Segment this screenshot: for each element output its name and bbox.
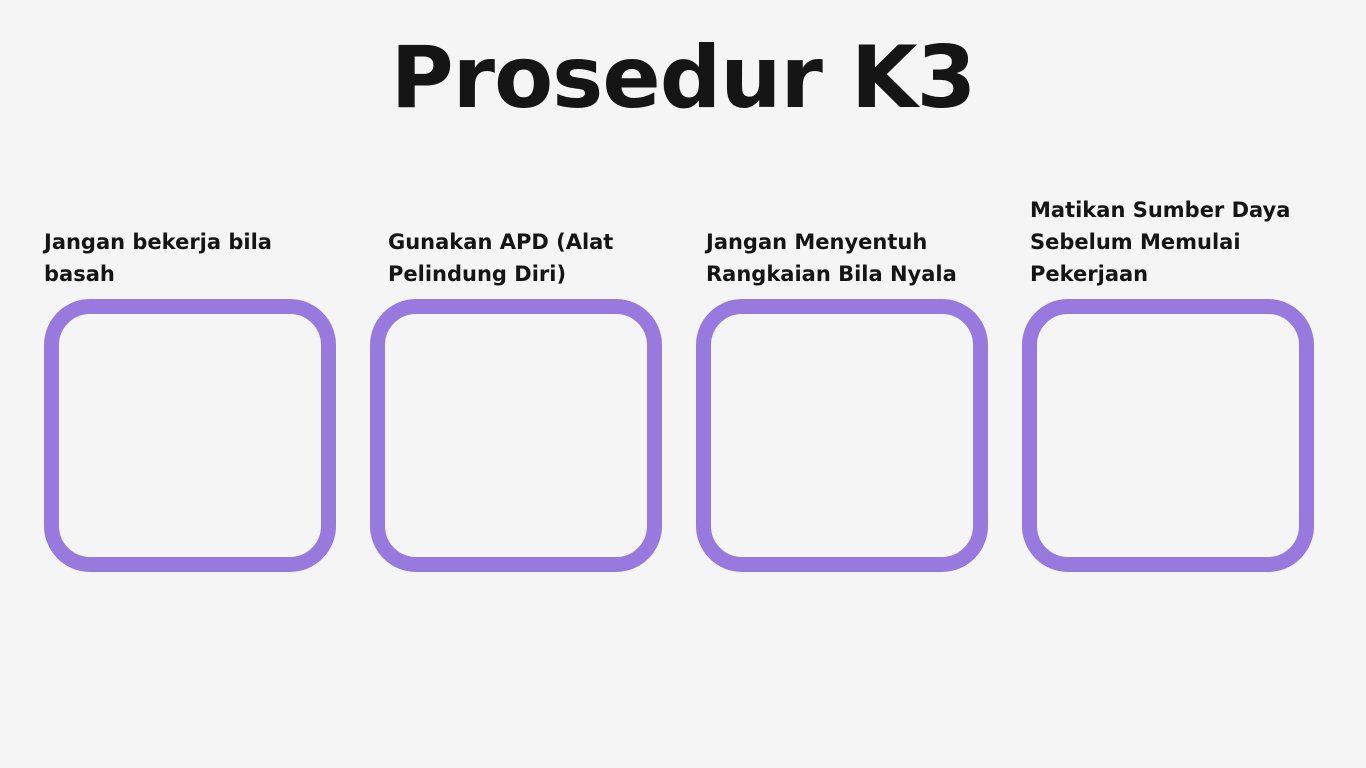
step-card-4: Matikan Sumber Daya Sebelum Memulai Peke… xyxy=(1022,0,1314,576)
step-card-3: Jangan Menyentuh Rangkaian Bila Nyala xyxy=(696,0,988,576)
step-label: Jangan bekerja bila basah xyxy=(44,230,272,286)
page-title: Prosedur K3 xyxy=(390,28,977,128)
image-placeholder-frame xyxy=(696,299,988,572)
image-placeholder-frame xyxy=(370,299,662,572)
step-label: Matikan Sumber Daya Sebelum Memulai Peke… xyxy=(1030,198,1291,286)
image-placeholder-frame xyxy=(1022,299,1314,572)
step-label: Jangan Menyentuh Rangkaian Bila Nyala xyxy=(706,230,957,286)
step-card-2: Gunakan APD (Alat Pelindung Diri) xyxy=(370,0,662,576)
image-placeholder-frame xyxy=(44,299,336,572)
step-card-1: Jangan bekerja bila basah xyxy=(44,0,336,576)
step-label: Gunakan APD (Alat Pelindung Diri) xyxy=(388,230,614,286)
